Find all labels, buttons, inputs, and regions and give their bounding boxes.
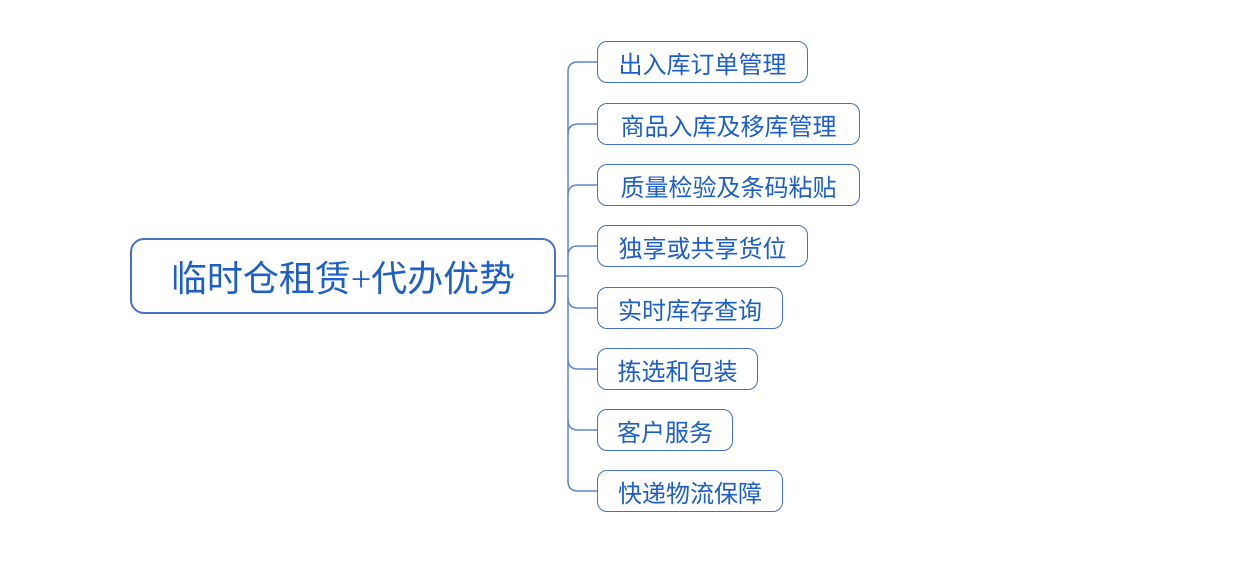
branch-node-label: 出入库订单管理 bbox=[618, 52, 787, 79]
branch-node-label: 快递物流保障 bbox=[618, 481, 762, 508]
branch-node-label: 拣选和包装 bbox=[617, 359, 738, 386]
branch-node-express-logistics[interactable]: 快递物流保障 bbox=[597, 470, 783, 512]
branch-node-label: 商品入库及移库管理 bbox=[620, 114, 837, 141]
branch-node-picking-packing[interactable]: 拣选和包装 bbox=[597, 348, 758, 390]
branch-node-customer-service[interactable]: 客户服务 bbox=[597, 409, 733, 451]
connector-branch-2 bbox=[567, 123, 598, 135]
connector-branch-3 bbox=[567, 184, 598, 196]
connector-branch-5 bbox=[567, 297, 598, 309]
connector-branch-6 bbox=[567, 358, 598, 370]
connector-branch-8 bbox=[567, 480, 598, 492]
branch-node-label: 独享或共享货位 bbox=[618, 236, 787, 263]
branch-node-label: 客户服务 bbox=[617, 420, 713, 447]
root-node-label: 临时仓租赁+代办优势 bbox=[170, 259, 516, 299]
branch-node-label: 质量检验及条码粘贴 bbox=[620, 175, 837, 202]
connector-branch-1 bbox=[567, 61, 598, 73]
branch-node-quality-barcode[interactable]: 质量检验及条码粘贴 bbox=[597, 164, 860, 206]
connector-branch-7 bbox=[567, 419, 598, 431]
root-node[interactable]: 临时仓租赁+代办优势 bbox=[130, 238, 556, 314]
branch-node-order-management[interactable]: 出入库订单管理 bbox=[597, 41, 808, 83]
branch-node-label: 实时库存查询 bbox=[618, 298, 762, 325]
branch-node-exclusive-shared-slots[interactable]: 独享或共享货位 bbox=[597, 225, 808, 267]
branch-node-inbound-transfer[interactable]: 商品入库及移库管理 bbox=[597, 103, 860, 145]
connector-branch-4 bbox=[567, 245, 598, 257]
branch-node-realtime-inventory[interactable]: 实时库存查询 bbox=[597, 287, 783, 329]
